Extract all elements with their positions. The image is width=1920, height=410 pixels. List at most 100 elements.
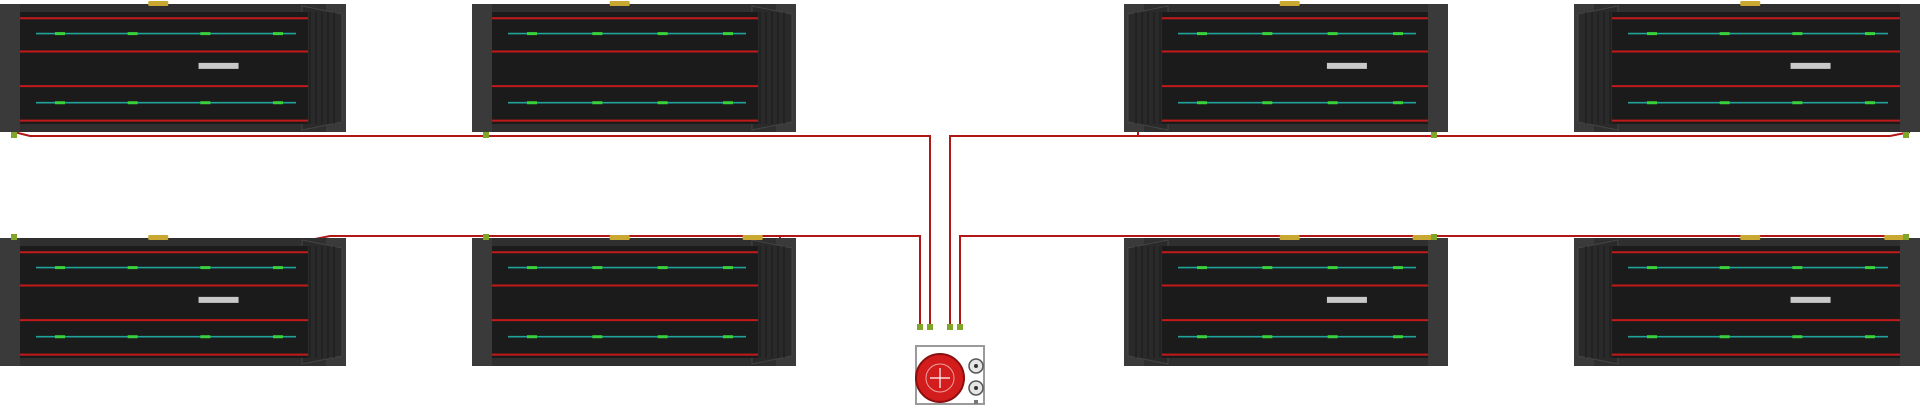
brass-cap <box>609 1 630 6</box>
sprinkler-nozzle <box>657 335 668 339</box>
sprinkler-nozzle <box>657 266 668 270</box>
pipe-fitting <box>1431 234 1437 240</box>
sprinkler-nozzle <box>273 335 283 339</box>
sprinkler-nozzle <box>1719 335 1730 339</box>
container-end-right <box>1900 4 1920 132</box>
pipe-fitting <box>483 234 489 240</box>
container-bottom-2 <box>472 234 796 366</box>
sprinkler-nozzle <box>1327 32 1338 36</box>
riser-valve <box>927 324 933 330</box>
pipe-run-top-left <box>13 131 931 325</box>
sprinkler-nozzle <box>527 101 537 105</box>
container-end-left <box>472 4 492 132</box>
pipe-fitting <box>11 234 17 240</box>
brass-cap <box>609 235 630 240</box>
container-interior <box>1162 246 1428 358</box>
riser-valve <box>917 324 923 330</box>
container-interior <box>20 246 308 358</box>
sprinkler-nozzle <box>657 32 668 36</box>
sprinkler-nozzle <box>1197 335 1207 339</box>
sprinkler-nozzle <box>200 101 211 105</box>
sprinkler-nozzle <box>1327 335 1338 339</box>
sprinkler-nozzle <box>1197 266 1207 270</box>
sprinkler-nozzle <box>55 335 65 339</box>
container-interior <box>1162 12 1428 124</box>
sprinkler-nozzle <box>200 266 211 270</box>
label-panel <box>1326 296 1367 303</box>
sprinkler-nozzle <box>527 335 537 339</box>
riser-valve <box>947 324 953 330</box>
sprinkler-nozzle <box>1197 101 1207 105</box>
tank-valve-cross <box>930 368 950 388</box>
sprinkler-nozzle <box>1865 32 1875 36</box>
sprinkler-nozzle <box>1647 101 1657 105</box>
container-end-left <box>0 4 20 132</box>
container-interior <box>20 12 308 124</box>
container-array <box>0 1 1920 366</box>
sprinkler-nozzle <box>127 335 138 339</box>
sprinkler-nozzle <box>657 101 668 105</box>
sprinkler-nozzle <box>592 266 603 270</box>
container-interior <box>492 246 758 358</box>
sprinkler-nozzle <box>592 32 603 36</box>
sprinkler-nozzle <box>1393 266 1403 270</box>
sprinkler-nozzle <box>527 266 537 270</box>
sprinkler-nozzle <box>1327 266 1338 270</box>
sprinkler-nozzle <box>1792 101 1803 105</box>
pipe-fitting <box>1431 132 1437 138</box>
sprinkler-nozzle <box>273 101 283 105</box>
sprinkler-nozzle <box>200 32 211 36</box>
label-panel <box>198 296 239 303</box>
supply-unit <box>915 345 985 405</box>
sprinkler-nozzle <box>723 101 733 105</box>
container-interior <box>1612 12 1900 124</box>
brass-cap <box>1279 1 1300 6</box>
sprinkler-nozzle <box>1647 266 1657 270</box>
pipe-run-top-right <box>949 131 1911 325</box>
riser-valve <box>957 324 963 330</box>
label-panel <box>1790 296 1831 303</box>
brass-cap <box>1884 235 1905 240</box>
sprinkler-nozzle <box>527 32 537 36</box>
sprinkler-nozzle <box>1792 266 1803 270</box>
brass-cap <box>1279 235 1300 240</box>
skid-foot <box>974 400 978 404</box>
sprinkler-nozzle <box>1262 32 1273 36</box>
tank-ring <box>925 363 955 393</box>
sprinkler-nozzle <box>127 101 138 105</box>
sprinkler-nozzle <box>55 32 65 36</box>
sprinkler-nozzle <box>127 32 138 36</box>
container-end-left <box>472 238 492 366</box>
sprinkler-nozzle <box>723 335 733 339</box>
sprinkler-nozzle <box>1719 266 1730 270</box>
sprinkler-nozzle <box>1865 101 1875 105</box>
gauge-center <box>974 386 978 390</box>
sprinkler-nozzle <box>592 101 603 105</box>
label-panel <box>1790 62 1831 69</box>
sprinkler-nozzle <box>273 266 283 270</box>
gauge-center <box>974 364 978 368</box>
sprinkler-nozzle <box>1865 335 1875 339</box>
container-bottom-1 <box>0 234 346 366</box>
sprinkler-nozzle <box>1262 266 1273 270</box>
sprinkler-nozzle <box>127 266 138 270</box>
sprinkler-nozzle <box>273 32 283 36</box>
container-interior <box>1612 246 1900 358</box>
sprinkler-nozzle <box>1327 101 1338 105</box>
container-end-right <box>1900 238 1920 366</box>
label-panel <box>198 62 239 69</box>
sprinkler-nozzle <box>1792 335 1803 339</box>
sprinkler-nozzle <box>200 335 211 339</box>
sprinkler-nozzle <box>55 266 65 270</box>
brass-cap <box>1412 235 1433 240</box>
sprinkler-nozzle <box>1197 32 1207 36</box>
pipe-fitting <box>1903 132 1909 138</box>
brass-cap <box>1740 1 1761 6</box>
sprinkler-nozzle <box>1865 266 1875 270</box>
sprinkler-nozzle <box>1393 32 1403 36</box>
pipe-fitting <box>11 132 17 138</box>
sprinkler-nozzle <box>1262 335 1273 339</box>
container-top-2 <box>472 1 796 138</box>
